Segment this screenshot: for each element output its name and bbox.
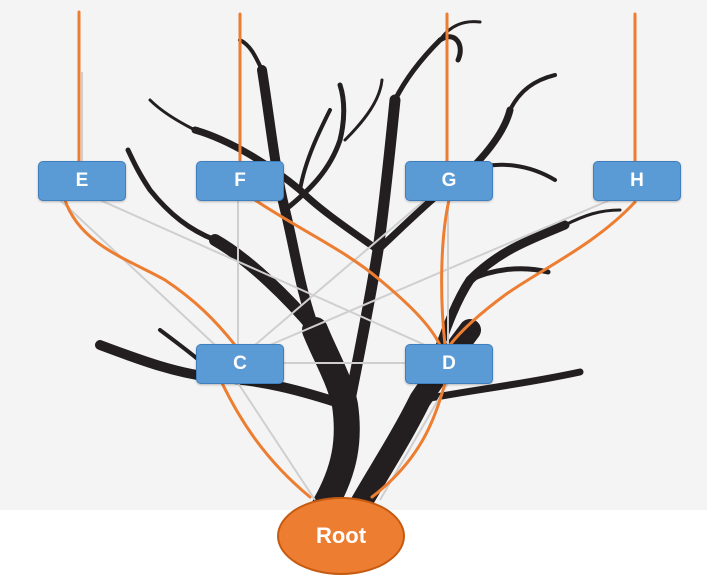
node-e[interactable]: E bbox=[38, 161, 126, 201]
node-g[interactable]: G bbox=[405, 161, 493, 201]
node-h[interactable]: H bbox=[593, 161, 681, 201]
edge-h-c-faint bbox=[269, 199, 611, 346]
tree-silhouette-illustration bbox=[95, 20, 622, 518]
node-h-label: H bbox=[630, 170, 644, 191]
node-d-label: D bbox=[442, 353, 456, 374]
edge-f-d bbox=[253, 198, 442, 347]
node-c-label: C bbox=[233, 353, 247, 374]
node-f[interactable]: F bbox=[196, 161, 284, 201]
root-node-label: Root bbox=[315, 523, 367, 548]
root-node[interactable]: Root bbox=[277, 497, 405, 575]
edge-e-c bbox=[63, 198, 237, 347]
node-d[interactable]: D bbox=[405, 344, 493, 384]
highlighted-edges bbox=[63, 10, 637, 499]
node-f-label: F bbox=[234, 170, 246, 191]
edge-d-root bbox=[370, 381, 447, 499]
tree-trunk bbox=[302, 317, 360, 518]
edge-g-c-faint bbox=[254, 199, 426, 346]
edge-g-d bbox=[440, 198, 451, 347]
edge-h-d bbox=[448, 200, 637, 347]
faint-edges bbox=[59, 72, 611, 501]
node-e-label: E bbox=[75, 170, 89, 191]
edge-e-c-faint bbox=[59, 199, 216, 346]
edge-c-root-faint bbox=[237, 382, 316, 501]
edge-c-root bbox=[220, 381, 312, 499]
node-c[interactable]: C bbox=[196, 344, 284, 384]
node-g-label: G bbox=[441, 170, 457, 191]
edge-e-d-faint bbox=[99, 199, 426, 346]
